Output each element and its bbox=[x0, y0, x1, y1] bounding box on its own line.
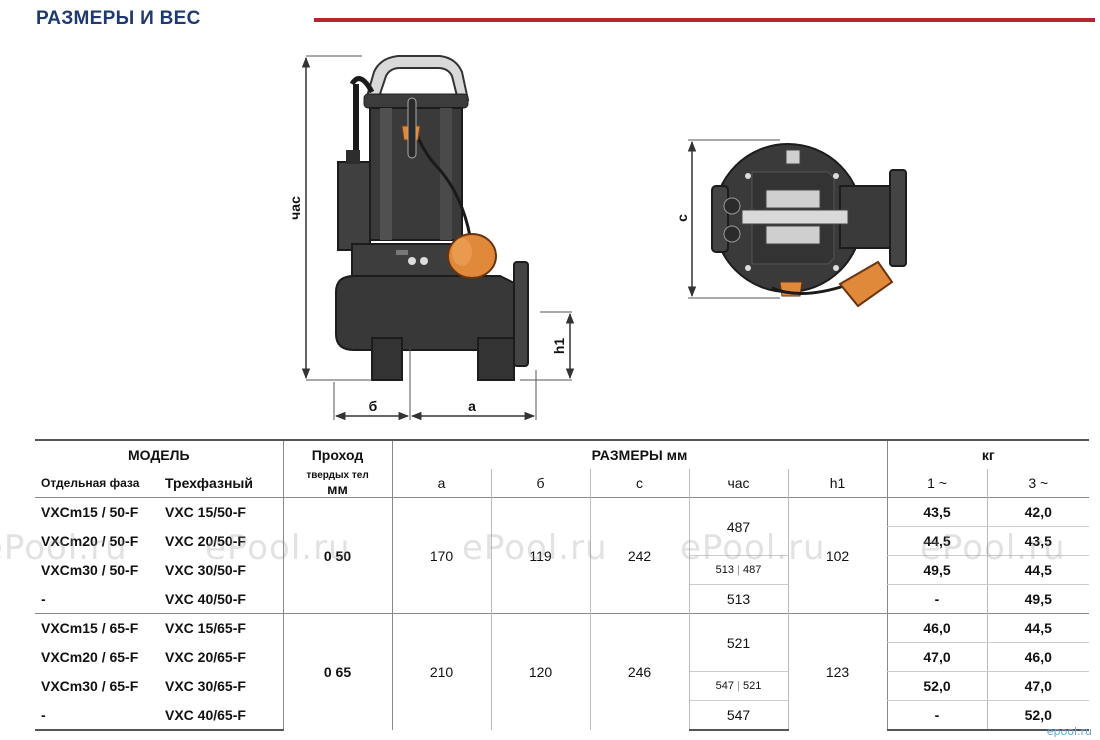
dimension-drawing: час h1 б а c bbox=[287, 55, 907, 421]
col-c: c bbox=[589, 469, 689, 498]
model-three: VXC 20/50-F bbox=[165, 533, 246, 549]
kg-3-value: 44,5 bbox=[986, 613, 1089, 643]
dim-label-h: час bbox=[287, 196, 303, 220]
pump-side-view bbox=[335, 55, 529, 381]
kg-1-value: 43,5 bbox=[886, 497, 987, 527]
model-single: - bbox=[35, 700, 159, 731]
table-row: VXCm30 / 65-F VXC 30/65-F 547 | 521 52,0… bbox=[35, 671, 1089, 701]
model-three: VXC 30/50-F bbox=[165, 562, 246, 578]
kg-1-value: - bbox=[886, 700, 987, 731]
dim-a-value: 170 bbox=[391, 497, 491, 614]
kg-1-value: 44,5 bbox=[886, 526, 987, 556]
dim-h1-value: 123 bbox=[787, 613, 887, 730]
kg-3-value: 47,0 bbox=[986, 671, 1089, 701]
dims-header: РАЗМЕРЫ мм bbox=[391, 439, 887, 469]
passage-sub: твердых тел bbox=[306, 469, 369, 481]
col-b: б bbox=[490, 469, 590, 498]
single-phase-header: Отдельная фаза bbox=[41, 476, 140, 490]
page-title: РАЗМЕРЫ И ВЕС bbox=[36, 8, 201, 29]
dim-h-value: 487 bbox=[688, 497, 788, 556]
col-h1: h1 bbox=[787, 469, 887, 498]
dim-label-b: б bbox=[369, 398, 378, 414]
passage-value: 0 65 bbox=[282, 613, 392, 730]
top-dimensions bbox=[687, 139, 780, 299]
dim-h-last: 547 bbox=[688, 700, 788, 731]
kg-3-value: 43,5 bbox=[986, 526, 1089, 556]
dim-label-h1: h1 bbox=[551, 338, 567, 355]
model-single: VXCm30 / 65-F bbox=[41, 678, 139, 694]
table-row: - VXC 40/65-F 547 - 52,0 bbox=[35, 700, 1089, 731]
dim-a-value: 210 bbox=[391, 613, 491, 730]
dim-h-last: 513 bbox=[688, 584, 788, 614]
dim-h-pair-single: 513 bbox=[715, 564, 734, 576]
dim-h-pair-three: 487 bbox=[742, 564, 762, 576]
dim-b-value: 119 bbox=[490, 497, 590, 614]
dim-h1-value: 102 bbox=[787, 497, 887, 614]
dim-c-value: 242 bbox=[589, 497, 689, 614]
col-kg-1: 1 ~ bbox=[886, 469, 987, 498]
kg-header: кг bbox=[886, 439, 1089, 469]
model-three: VXC 40/50-F bbox=[165, 590, 246, 607]
model-three: VXC 30/65-F bbox=[165, 678, 246, 694]
model-single: VXCm15 / 50-F bbox=[35, 497, 159, 527]
kg-1-value: 52,0 bbox=[886, 671, 987, 701]
passage-value: 0 50 bbox=[282, 497, 392, 614]
model-single: VXCm20 / 50-F bbox=[41, 533, 139, 549]
table-row: VXCm15 / 50-F VXC 15/50-F 0 50 170 119 2… bbox=[35, 497, 1089, 614]
title-rule bbox=[314, 18, 1095, 22]
passage-header: Проход bbox=[282, 439, 392, 469]
side-dimensions bbox=[301, 55, 575, 421]
col-a: а bbox=[391, 469, 491, 498]
kg-3-value: 42,0 bbox=[986, 497, 1089, 527]
table-row: VXCm15 / 65-F VXC 15/65-F 0 65 210 120 2… bbox=[35, 613, 1089, 730]
kg-3-value: 46,0 bbox=[986, 642, 1089, 672]
passage-unit: мм bbox=[327, 480, 348, 497]
dim-label-c: c bbox=[674, 214, 690, 222]
dim-b-value: 120 bbox=[490, 613, 590, 730]
model-three: VXC 20/65-F bbox=[165, 649, 246, 665]
dim-h-pair-single: 547 bbox=[715, 680, 734, 692]
model-single: - bbox=[41, 590, 46, 607]
model-three: VXC 15/50-F bbox=[159, 497, 283, 527]
kg-1-value: 49,5 bbox=[886, 555, 987, 585]
col-kg-3: 3 ~ bbox=[986, 469, 1089, 498]
dim-h-pair: 547 | 521 bbox=[688, 671, 788, 701]
table-row: VXCm20 / 65-F VXC 20/65-F 47,0 46,0 bbox=[35, 642, 1089, 672]
dimensions-weight-table: МОДЕЛЬ Проход РАЗМЕРЫ мм кг Отдельная фа… bbox=[35, 439, 1089, 731]
model-header: МОДЕЛЬ bbox=[35, 439, 283, 469]
table-row: VXCm20 / 50-F VXC 20/50-F 44,5 43,5 bbox=[35, 526, 1089, 556]
three-phase-header: Трехфазный bbox=[165, 475, 253, 491]
kg-3-value: 44,5 bbox=[986, 555, 1089, 585]
dim-h-pair: 513 | 487 bbox=[688, 555, 788, 585]
kg-1-value: 46,0 bbox=[886, 613, 987, 643]
kg-3-value: 49,5 bbox=[986, 584, 1089, 614]
model-single: VXCm15 / 65-F bbox=[35, 613, 159, 643]
table-row: - VXC 40/50-F 513 - 49,5 bbox=[35, 584, 1089, 614]
kg-1-value: - bbox=[886, 584, 987, 614]
col-h: час bbox=[688, 469, 788, 498]
corner-logo: epool.ru bbox=[1046, 725, 1092, 738]
kg-1-value: 47,0 bbox=[886, 642, 987, 672]
dim-c-value: 246 bbox=[589, 613, 689, 730]
pump-top-view bbox=[711, 143, 907, 308]
model-three: VXC 40/65-F bbox=[159, 700, 283, 731]
model-single: VXCm20 / 65-F bbox=[41, 649, 139, 665]
model-three: VXC 15/65-F bbox=[159, 613, 283, 643]
kg-3-value: 52,0 bbox=[986, 700, 1089, 731]
dim-h-value: 521 bbox=[688, 613, 788, 672]
model-single: VXCm30 / 50-F bbox=[41, 562, 139, 578]
dim-label-a: а bbox=[468, 398, 476, 414]
dim-h-pair-three: 521 bbox=[742, 680, 762, 692]
table-row: VXCm30 / 50-F VXC 30/50-F 513 | 487 49,5… bbox=[35, 555, 1089, 585]
passage-subheader: твердых тел мм bbox=[282, 469, 392, 498]
